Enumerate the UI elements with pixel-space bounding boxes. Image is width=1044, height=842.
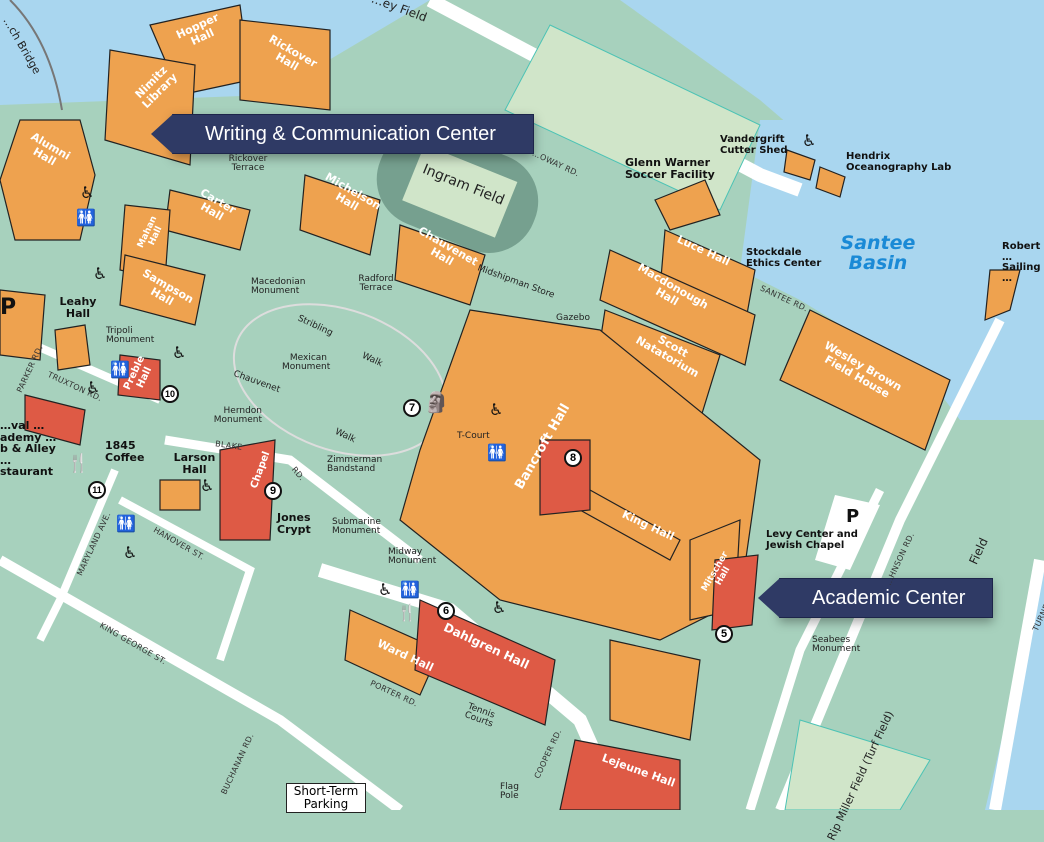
highlight-buildings [24,354,759,810]
mexican-label: Mexican Monument [282,353,331,373]
writing-center-callout[interactable]: Writing & Communication Center [151,114,534,154]
vandergrift-cutter-shed[interactable] [783,149,816,181]
wesley-brown-field-house[interactable] [779,309,951,451]
accessible-icon: ♿ [489,400,504,419]
restroom-icon: 🚻 [116,514,136,533]
marker-10[interactable]: 10 [161,385,179,403]
macedonian-label: Macedonian Monument [251,277,306,297]
parking-lot-right[interactable] [815,495,880,570]
parking-icon-right[interactable]: P [846,506,860,527]
coffee-label: 1845 Coffee [105,439,145,464]
accessible-icon: ♿ [80,183,95,202]
restaurant-icon: 🍴 [67,453,90,474]
lejeune-hall[interactable] [559,739,681,810]
club-building[interactable] [24,394,86,446]
gazebo-label: Gazebo [556,313,590,323]
larson-label: Larson Hall [173,451,216,476]
rickover-hall[interactable] [239,19,331,111]
accessible-icon: ♿ [492,598,507,617]
leahy-hall[interactable] [54,324,91,371]
road-king-george [0,555,403,810]
larson-hall[interactable] [159,479,201,511]
road-hanover [118,496,255,662]
michelson-hall[interactable] [299,174,381,256]
macdonough-hall[interactable] [599,249,756,366]
road-maryland [36,468,119,642]
leahy-label: Leahy Hall [59,295,97,320]
jones-crypt-label: Jones Crypt [277,511,311,536]
santee-basin [740,120,1044,420]
accessible-icon: ♿ [378,580,393,599]
soccer-field [504,24,761,211]
ward-hall[interactable] [344,609,441,696]
campus-map[interactable] [0,0,1044,810]
restaurant-icon: 🍴 [397,603,417,622]
vandergrift-label: Vandergrift Cutter Shed [720,134,788,156]
parking-icon-left[interactable]: P [0,295,17,320]
accessible-icon: ♿ [802,131,817,150]
seawall-road-right [989,558,1044,810]
accessible-icon: ♿ [86,378,101,397]
short-term-parking-sign[interactable]: Short-Term Parking [286,783,366,814]
academic-center-building[interactable] [711,554,759,631]
road-blake [164,435,423,564]
restroom-icon: 🚻 [400,580,420,599]
robert-crown-sailing-center[interactable] [984,269,1021,321]
sampson-hall[interactable] [119,254,206,326]
restroom-icon: 🚻 [487,443,507,462]
rickover-terrace-label: Rickover Terrace [228,154,268,174]
marker-8[interactable]: 8 [564,449,582,467]
marker-5[interactable]: 5 [715,625,733,643]
rip-miller-field [784,719,931,810]
seawall-road-right2 [775,317,1005,810]
alumni-hall[interactable] [0,119,96,241]
accessible-icon: ♿ [200,476,215,495]
preble-hall[interactable] [117,354,161,401]
marker-11[interactable]: 11 [88,481,106,499]
t-court-label: T-Court [457,431,490,441]
hendrix-oceanography-lab[interactable] [815,166,846,198]
stockdale-label: Stockdale Ethics Center [746,247,822,269]
hendrix-label: Hendrix Oceanography Lab [846,151,952,173]
glenn-warner-facility[interactable] [654,179,721,231]
academic-center-label: Academic Center [812,586,966,609]
statue-icon: 🗿 [424,390,449,414]
academic-center-callout[interactable]: Academic Center [758,578,993,618]
club-label: …val …ademy …b & Alley …staurant [0,419,57,479]
midway-label: Midway Monument [388,547,437,567]
marker-7[interactable]: 7 [403,399,421,417]
marker-6[interactable]: 6 [437,602,455,620]
chapel[interactable] [219,439,276,541]
lower-right-buildings[interactable] [609,639,701,741]
radford-terrace-label: Radford Terrace [358,274,394,294]
zimmerman-label: Zimmerman Bandstand [327,455,383,475]
dahlgren-hall[interactable] [414,599,556,726]
robert-sailing-label: Robert … Sailing … [1002,241,1041,284]
levy-label: Levy Center and Jewish Chapel [766,529,858,551]
restroom-icon: 🚻 [110,360,130,379]
seabees-label: Seabees Monument [812,635,861,655]
herndon-label: Herndon Monument [213,406,262,426]
bridge [9,0,63,111]
accessible-icon: ♿ [172,343,187,362]
flag-pole-label: Flag Pole [500,782,519,802]
santee-basin-label: Santee Basin [840,232,916,274]
parking-structure-left[interactable] [0,289,46,361]
restroom-icon: 🚻 [76,208,96,227]
chauvenet-hall[interactable] [394,224,486,306]
accessible-icon: ♿ [93,264,108,283]
marker-9[interactable]: 9 [264,482,282,500]
ingram-field [402,144,518,238]
tripoli-label: Tripoli Monument [106,326,155,346]
submarine-label: Submarine Monument [332,517,381,537]
accessible-icon: ♿ [123,543,138,562]
writing-center-label: Writing & Communication Center [205,122,496,145]
glenn-warner-label: Glenn Warner Soccer Facility [625,156,715,181]
